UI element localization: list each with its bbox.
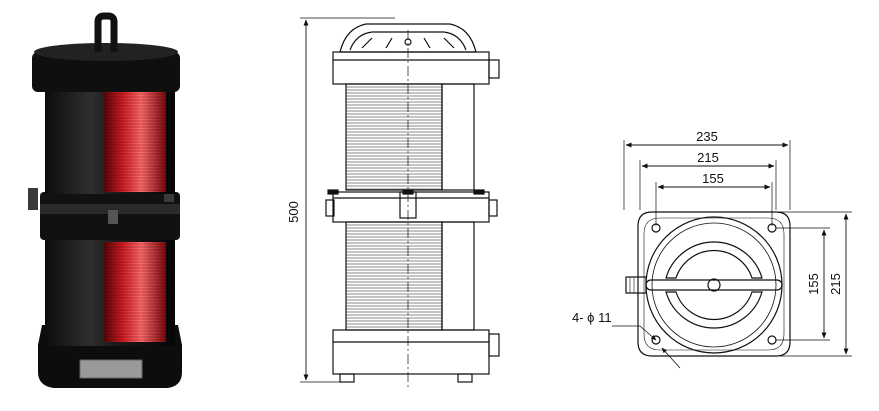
mounting-hole-top-left [651, 223, 661, 233]
mounting-hole-top-right [767, 223, 777, 233]
dim-label-215-vertical: 215 [828, 273, 843, 295]
height-label: 500 [286, 201, 301, 223]
top-cap-outline [332, 51, 490, 85]
top-guard [339, 23, 477, 53]
top-cap [32, 52, 180, 92]
top-view-drawing [612, 140, 852, 369]
dim-label-155-horizontal: 155 [702, 171, 724, 186]
nameplate [79, 359, 143, 379]
dim-label-155-vertical: 155 [806, 273, 821, 295]
lamp-body-circle [645, 216, 783, 354]
dim-label-235: 235 [696, 129, 718, 144]
product-photo [28, 12, 182, 388]
side-bolt-left [28, 188, 38, 210]
handle-bar [645, 279, 783, 291]
side-elevation-drawing [300, 17, 500, 390]
dim-label-215-horizontal: 215 [697, 150, 719, 165]
handle-arc-top [665, 241, 763, 279]
base-outline [332, 329, 490, 375]
handle-arc-bottom [665, 291, 763, 329]
cable-gland [625, 276, 647, 294]
mounting-flange [637, 211, 791, 357]
hole-callout-label: 4- ϕ 11 [572, 310, 612, 325]
mounting-hole-bottom-right [767, 335, 777, 345]
carry-handle[interactable] [94, 12, 118, 52]
